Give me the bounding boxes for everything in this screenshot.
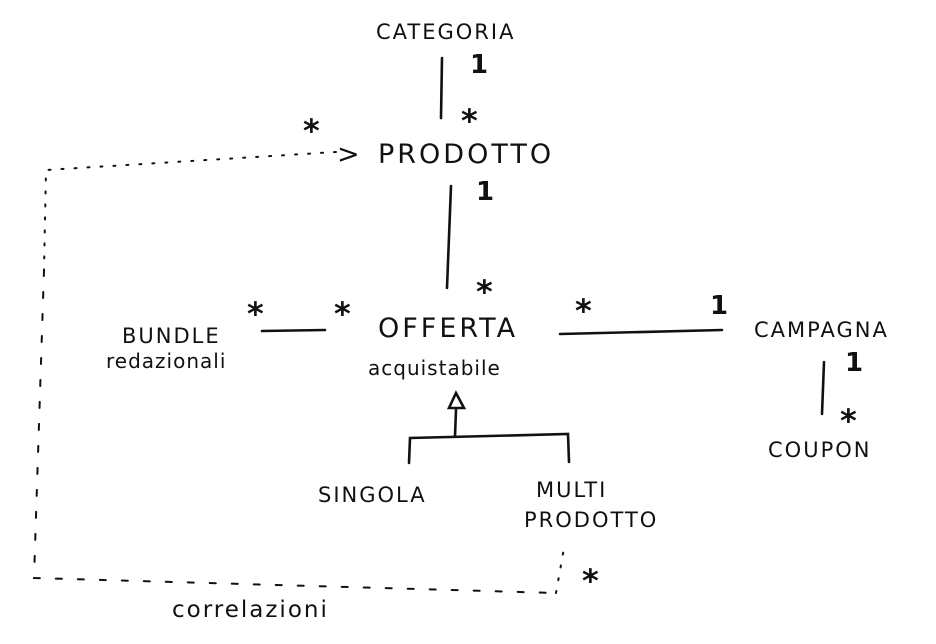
mult-categoria-prodotto-many: * xyxy=(461,102,478,140)
assoc-offerta-campagna xyxy=(558,328,724,336)
entity-coupon: COUPON xyxy=(768,438,871,462)
assoc-bundle-offerta xyxy=(260,328,327,333)
relation-label-correlazioni: correlazioni xyxy=(172,597,329,623)
entity-offerta: OFFERTA xyxy=(378,313,518,344)
mult-correlazioni-multi-end: * xyxy=(582,562,599,600)
entity-multi-line1: MULTI xyxy=(536,478,607,502)
mult-offerta-campagna-campagna-side: 1 xyxy=(710,291,728,321)
mult-prodotto-offerta-many: * xyxy=(476,273,493,311)
mult-prodotto-offerta-one: 1 xyxy=(476,177,494,207)
mult-categoria-prodotto-one: 1 xyxy=(470,50,488,80)
entity-singola: SINGOLA xyxy=(318,483,427,507)
generalization-branches xyxy=(407,432,571,465)
mult-correlazioni-prodotto-end: * xyxy=(303,112,320,150)
correlazioni-line-bottom xyxy=(32,269,557,594)
mult-campagna-coupon-one: 1 xyxy=(845,348,863,378)
entity-prodotto: PRODOTTO xyxy=(378,139,554,170)
correlazioni-line-top xyxy=(43,151,337,271)
entity-campagna: CAMPAGNA xyxy=(754,318,889,342)
assoc-categoria-prodotto xyxy=(439,56,444,120)
entity-categoria: CATEGORIA xyxy=(376,20,515,44)
correlazioni-line-up xyxy=(555,547,565,594)
entity-offerta-subtitle: acquistabile xyxy=(368,356,501,380)
mult-offerta-campagna-offerta-side: * xyxy=(575,292,592,330)
assoc-campagna-coupon xyxy=(820,360,826,416)
entity-multi-line2: PRODOTTO xyxy=(524,508,658,532)
entity-bundle: BUNDLE xyxy=(122,324,221,348)
mult-campagna-coupon-many: * xyxy=(840,402,857,440)
entity-bundle-subtitle: redazionali xyxy=(106,349,226,373)
correlazioni-arrowhead: > xyxy=(337,139,363,170)
generalization-stem xyxy=(453,408,458,438)
assoc-prodotto-offerta xyxy=(445,184,453,290)
mult-bundle-offerta-bundle-side: * xyxy=(247,295,264,333)
generalization-triangle xyxy=(446,390,467,410)
mult-bundle-offerta-offerta-side: * xyxy=(334,295,351,333)
